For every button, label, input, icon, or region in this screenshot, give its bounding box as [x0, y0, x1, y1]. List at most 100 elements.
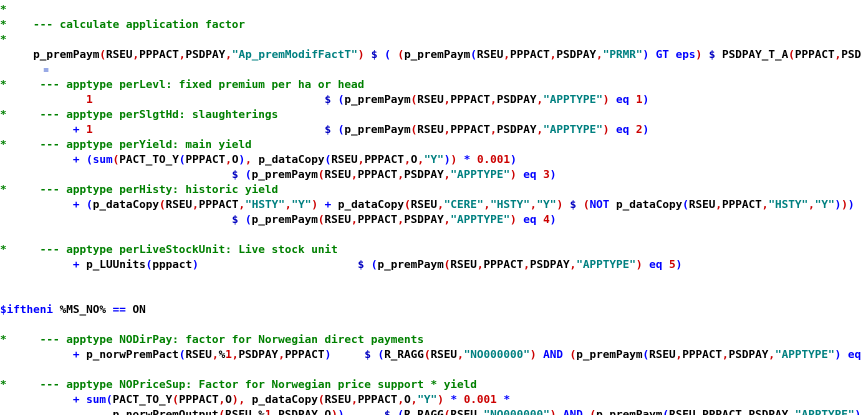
code-token: ( [370, 258, 378, 271]
code-token: p_premPaym [596, 408, 663, 415]
code-token: ( [317, 213, 325, 226]
code-token [93, 123, 325, 136]
code-line[interactable] [0, 317, 862, 332]
code-token: PPPACT [185, 153, 226, 166]
code-token: , [245, 153, 252, 166]
code-token: RSEU [324, 168, 352, 181]
code-line[interactable]: * --- apptype perHisty: historic yield [0, 182, 862, 197]
code-token: ) [549, 168, 557, 181]
code-token: "HSTY" [768, 198, 809, 211]
code-token: ( [178, 348, 186, 361]
code-token: + [324, 198, 332, 211]
code-line[interactable]: * [0, 2, 862, 17]
code-token: + [0, 153, 87, 166]
code-line[interactable]: * --- calculate application factor [0, 17, 862, 32]
code-token: , [549, 48, 557, 61]
code-token: p_dataCopy [92, 198, 159, 211]
code-token: 0.001 [463, 393, 497, 406]
code-token: RSEU [450, 258, 477, 271]
code-token: 0.001 [476, 153, 511, 166]
code-token: $ [370, 48, 378, 61]
code-line[interactable]: $ (p_premPaym(RSEU,PPPACT,PSDPAY,"APPTYP… [0, 167, 862, 182]
code-token: 1 [86, 123, 93, 136]
code-token: PSDPAY [728, 348, 769, 361]
code-token: RSEU [331, 153, 358, 166]
code-token: ) [834, 198, 842, 211]
code-token: "APPTYPE" [450, 213, 511, 226]
code-token: , [523, 258, 530, 271]
code-token: , [397, 168, 405, 181]
code-token: ( [404, 198, 411, 211]
code-token: $ [324, 123, 332, 136]
code-token: O [324, 408, 332, 415]
code-line[interactable]: $iftheni %MS_NO% == ON [0, 302, 862, 317]
code-token: GT [655, 48, 670, 61]
code-line[interactable]: * [0, 32, 862, 47]
code-token: eq [649, 258, 663, 271]
code-line[interactable]: + (sum(PACT_TO_Y(PPPACT,O), p_dataCopy(R… [0, 152, 862, 167]
code-line[interactable]: 1 $ (p_premPaym(RSEU,PPPACT,PSDPAY,"APPT… [0, 92, 862, 107]
code-token: RSEU [165, 198, 193, 211]
code-token: + [0, 393, 87, 406]
code-token: , [722, 348, 729, 361]
code-line[interactable]: p_premPaym(RSEU,PPPACT,PSDPAY,"Ap_premMo… [0, 47, 862, 62]
code-token: ( [788, 48, 795, 61]
code-token: ( [337, 93, 345, 106]
code-line[interactable]: + sum(PACT_TO_Y(PPPACT,O), p_dataCopy(RS… [0, 392, 862, 407]
code-token: PPPACT [702, 408, 742, 415]
code-token: PSDPAY [556, 48, 597, 61]
code-token: ( [86, 153, 93, 166]
code-token: ( [384, 48, 391, 61]
code-token: , [443, 168, 451, 181]
code-token: PPPACT [450, 93, 491, 106]
code-line[interactable]: = [0, 62, 862, 77]
code-line[interactable] [0, 287, 862, 302]
code-token: O [404, 393, 411, 406]
code-token: ) [357, 48, 365, 61]
code-token: "NO000000" [483, 408, 550, 415]
code-token: ( [324, 153, 332, 166]
code-line[interactable]: * --- apptype NODirPay: factor for Norwe… [0, 332, 862, 347]
code-token: ( [178, 153, 186, 166]
code-token: , [483, 198, 491, 211]
code-token: , [132, 48, 140, 61]
code-token: ) [510, 153, 517, 166]
code-line[interactable]: + (p_dataCopy(RSEU,PPPACT,"HSTY","Y") + … [0, 197, 862, 212]
code-line[interactable]: + 1 $ (p_premPaym(RSEU,PPPACT,PSDPAY,"AP… [0, 122, 862, 137]
code-token: ) [231, 393, 239, 406]
code-line[interactable]: p_norwPremOutput(RSEU,%1,PSDPAY,O)) $ (R… [0, 407, 862, 415]
code-line[interactable] [0, 227, 862, 242]
code-line[interactable]: + p_norwPremPact(RSEU,%1,PSDPAY,PPPACT) … [0, 347, 862, 362]
code-line[interactable]: * --- apptype perLevl: fixed premium per… [0, 77, 862, 92]
code-line[interactable]: $ (p_premPaym(RSEU,PPPACT,PSDPAY,"APPTYP… [0, 212, 862, 227]
code-token: PACT_TO_Y [112, 393, 173, 406]
code-token [702, 48, 709, 61]
code-token: ) [642, 48, 650, 61]
code-token: , [225, 48, 232, 61]
code-token: PSDPAY [496, 123, 537, 136]
code-line[interactable]: + p_LUUnits(pppact) $ (p_premPaym(RSEU,P… [0, 257, 862, 272]
code-token: "Y" [291, 198, 312, 211]
code-token: , [834, 48, 842, 61]
code-token: , [211, 348, 219, 361]
code-line[interactable]: * --- apptype perLiveStockUnit: Live sto… [0, 242, 862, 257]
code-line[interactable]: * --- apptype perSlgtHd: slaughterings [0, 107, 862, 122]
code-token [563, 348, 570, 361]
code-line[interactable]: * --- apptype perYield: main yield [0, 137, 862, 152]
code-token: , [695, 408, 703, 415]
code-token: RSEU [450, 408, 477, 415]
code-line[interactable]: * --- apptype NOPriceSup: Factor for Nor… [0, 377, 862, 392]
code-token: , [238, 198, 246, 211]
code-token: , [231, 348, 239, 361]
code-token: ) [635, 258, 643, 271]
code-line[interactable] [0, 272, 862, 287]
code-token: "NO000000" [463, 348, 530, 361]
code-token: * --- apptype perHisty: historic yield [0, 183, 279, 196]
code-token: 1 [264, 408, 272, 415]
code-token: , [218, 393, 226, 406]
code-token [364, 48, 371, 61]
code-line[interactable] [0, 362, 862, 377]
code-token: pppact [152, 258, 193, 271]
code-token: ) [675, 258, 683, 271]
